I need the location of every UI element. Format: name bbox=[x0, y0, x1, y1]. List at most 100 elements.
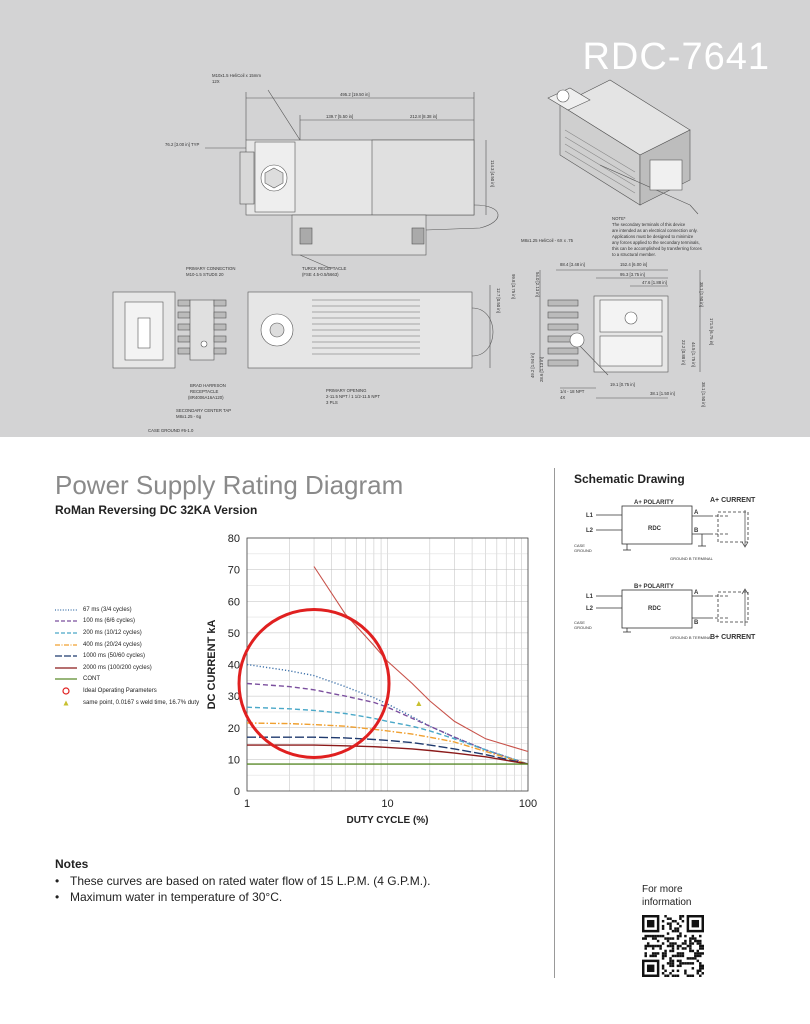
qr-module bbox=[659, 947, 662, 950]
legend-label: CONT bbox=[83, 676, 100, 683]
model-title: RDC-7641 bbox=[582, 36, 770, 78]
qr-module bbox=[651, 937, 655, 940]
schematic-a-current: A+ CURRENT bbox=[710, 497, 756, 504]
qr-module bbox=[669, 949, 672, 953]
dwg-label-primary-opening: PRIMARY OPENING bbox=[326, 388, 367, 393]
qr-module bbox=[696, 949, 700, 953]
weld-point-marker bbox=[416, 701, 422, 707]
qr-module bbox=[676, 964, 680, 968]
qr-code[interactable] bbox=[642, 915, 704, 977]
dwg-dim-88: 88.4 [3.48 in] bbox=[560, 262, 585, 267]
qr-module bbox=[684, 947, 687, 950]
qr-module bbox=[664, 949, 667, 953]
notes-title: Notes bbox=[55, 857, 89, 871]
qr-module bbox=[666, 962, 670, 965]
qr-module bbox=[661, 934, 665, 938]
qr-module bbox=[679, 964, 682, 968]
qr-module bbox=[691, 934, 695, 938]
qr-module bbox=[701, 947, 704, 950]
chart-legend: 67 ms (3/4 cycles)100 ms (6/6 cycles)200… bbox=[55, 604, 240, 708]
legend-item: 100 ms (6/6 cycles) bbox=[55, 616, 240, 628]
qr-module bbox=[681, 942, 685, 945]
y-tick-label: 50 bbox=[228, 628, 240, 640]
qr-module bbox=[649, 954, 652, 958]
qr-module bbox=[686, 944, 690, 948]
series-line-7 bbox=[313, 566, 529, 753]
qr-module bbox=[676, 934, 680, 938]
qr-module bbox=[689, 974, 692, 977]
legend-item: CONT bbox=[55, 674, 240, 686]
qr-module bbox=[684, 942, 687, 945]
x-tick-label: 10 bbox=[381, 798, 393, 810]
y-tick-label: 30 bbox=[228, 691, 240, 703]
qr-module bbox=[671, 974, 675, 977]
qr-module bbox=[666, 944, 670, 948]
schematic-l2-a: L2 bbox=[586, 528, 594, 534]
qr-module bbox=[642, 937, 645, 940]
qr-module bbox=[689, 944, 692, 948]
qr-module bbox=[679, 917, 682, 920]
qr-module bbox=[689, 947, 692, 950]
qr-module bbox=[676, 929, 680, 933]
qr-module bbox=[676, 969, 680, 973]
qr-finder-core bbox=[646, 964, 655, 973]
schematic-b-term-a: B bbox=[694, 528, 699, 534]
series-line-1 bbox=[246, 682, 529, 765]
dwg-label-sec-tap-spec: M8x1.25 - 6g bbox=[176, 414, 202, 419]
dwg-label-turck: TURCK RECEPTACLE bbox=[302, 266, 346, 271]
schematic-case-b: CASE bbox=[574, 620, 585, 625]
qr-module bbox=[684, 934, 687, 938]
qr-module bbox=[701, 972, 704, 975]
qr-module bbox=[644, 952, 647, 955]
qr-module bbox=[654, 954, 657, 958]
qr-module bbox=[676, 954, 680, 958]
qr-module bbox=[669, 962, 672, 965]
qr-module bbox=[656, 934, 660, 938]
qr-module bbox=[676, 927, 680, 930]
legend-label: 100 ms (6/6 cycles) bbox=[83, 618, 136, 625]
qr-module bbox=[679, 952, 682, 955]
qr-module bbox=[661, 954, 665, 958]
qr-module bbox=[666, 917, 670, 920]
qr-module bbox=[661, 967, 665, 970]
qr-module bbox=[661, 964, 665, 968]
qr-module bbox=[696, 942, 700, 945]
schematic-rdc-b: RDC bbox=[648, 606, 662, 612]
x-tick-label: 100 bbox=[519, 798, 537, 810]
qr-module bbox=[694, 954, 697, 958]
qr-module bbox=[674, 919, 677, 923]
y-tick-label: 10 bbox=[228, 754, 240, 766]
qr-module bbox=[679, 954, 682, 958]
qr-module bbox=[671, 919, 675, 923]
y-tick-label: 0 bbox=[234, 786, 240, 798]
qr-module bbox=[699, 964, 702, 968]
schematic-ground-b: GROUND bbox=[574, 625, 592, 630]
qr-module bbox=[691, 962, 695, 965]
qr-module bbox=[699, 952, 702, 955]
qr-module bbox=[669, 959, 672, 963]
dwg-note-line: are intended as an electrical connection… bbox=[612, 228, 698, 233]
qr-module bbox=[671, 969, 675, 973]
dwg-label-brad: BRAD HARRISON bbox=[190, 383, 226, 388]
qr-module bbox=[691, 942, 695, 945]
section-title: Power Supply Rating Diagram bbox=[55, 470, 404, 500]
qr-module bbox=[696, 939, 700, 943]
qr-module bbox=[691, 937, 695, 940]
qr-module bbox=[669, 922, 672, 925]
qr-module bbox=[669, 964, 672, 968]
schematic-l2-b: L2 bbox=[586, 606, 594, 612]
ideal-operating-circle bbox=[237, 607, 391, 759]
qr-module bbox=[699, 934, 702, 938]
qr-module bbox=[674, 954, 677, 958]
qr-finder-core bbox=[691, 919, 700, 928]
qr-module bbox=[661, 927, 665, 930]
qr-module bbox=[686, 957, 690, 960]
schematic-b-current: B+ CURRENT bbox=[710, 634, 756, 641]
qr-module bbox=[669, 927, 672, 930]
technical-drawing: M10x1.5 HeliCoil x 15mm 12X 495.2 [19.50… bbox=[112, 73, 714, 433]
qr-module bbox=[661, 942, 665, 945]
qr-module bbox=[689, 937, 692, 940]
qr-module bbox=[701, 944, 704, 948]
dwg-dim-44: 44.5 [1.75 in] bbox=[691, 342, 696, 367]
